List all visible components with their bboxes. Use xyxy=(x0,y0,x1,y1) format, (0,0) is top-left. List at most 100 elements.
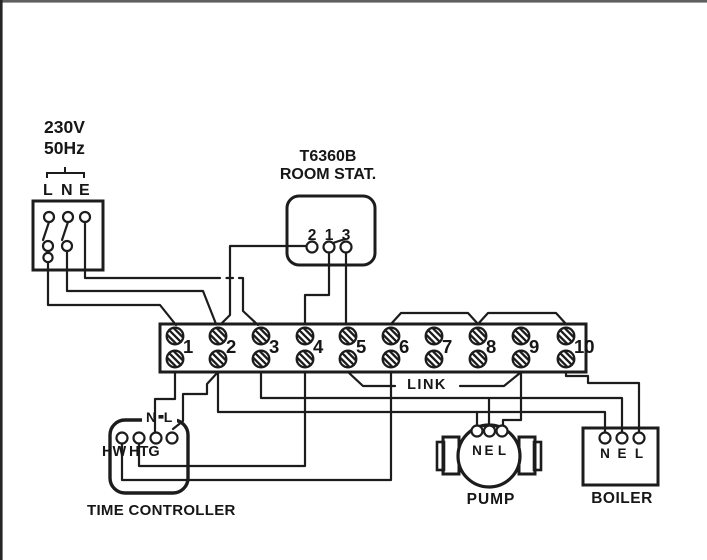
strip-terminal-number-7: 7 xyxy=(442,336,453,357)
terminal-screw xyxy=(251,349,271,369)
wire-stat2-to-strip2 xyxy=(219,244,308,326)
mains-voltage-label: 230V xyxy=(44,117,85,137)
terminal-screw xyxy=(338,326,358,346)
stat-name-label: ROOM STAT. xyxy=(279,166,377,183)
pump-label: PUMP xyxy=(466,491,516,508)
pump-label-l: L xyxy=(497,443,507,458)
boiler-label-n: N xyxy=(600,446,610,461)
terminal-screw xyxy=(424,326,444,346)
terminal-screw xyxy=(424,349,444,369)
terminal-screw xyxy=(165,349,185,369)
mains-terminal-E xyxy=(78,210,92,224)
stat-terminal-label-2: 2 xyxy=(307,227,317,244)
tc-terminal-htg xyxy=(132,431,146,445)
wire-stat1-to-strip4 xyxy=(303,251,331,326)
terminal-screw xyxy=(511,326,531,346)
wire-mains-earth-to-strip3 xyxy=(83,220,260,327)
mains-terminal-L xyxy=(42,210,56,224)
mains-fuse-L xyxy=(42,251,54,264)
strip-terminal-number-1: 1 xyxy=(183,336,194,357)
supply-bracket xyxy=(46,167,85,178)
boiler-terminal-e xyxy=(615,431,629,445)
tc-label-htg: HTG xyxy=(129,444,160,460)
tc-terminal-n xyxy=(149,431,163,445)
wire-neutral-rail xyxy=(216,370,607,435)
terminal-screw xyxy=(556,349,576,369)
strip-terminal-number-8: 8 xyxy=(486,336,497,357)
wire-link-5-9 xyxy=(346,370,522,388)
mains-terminal-N xyxy=(61,210,75,224)
wire-strip1-to-tc-neutral xyxy=(153,370,177,435)
pump-terminal-l xyxy=(495,424,509,438)
terminal-screw xyxy=(251,326,271,346)
time-controller-label: TIME CONTROLLER xyxy=(87,502,236,519)
terminal-screw xyxy=(468,349,488,369)
wire-mains-neutral-to-strip2 xyxy=(65,249,218,326)
terminal-screw xyxy=(556,326,576,346)
boiler-label-l: L xyxy=(634,446,644,461)
component-outlines xyxy=(31,167,660,495)
strip-terminal-number-10: 10 xyxy=(574,336,595,357)
boiler-terminal-n xyxy=(598,431,612,445)
wire-strip10-to-boiler-live xyxy=(564,370,641,435)
terminal-screw xyxy=(295,326,315,346)
tc-terminal-hw xyxy=(115,431,129,445)
terminal-circles xyxy=(41,210,646,445)
boiler-label-e: E xyxy=(617,446,627,461)
wires xyxy=(41,220,641,482)
tc-terminal-l xyxy=(165,431,179,445)
stat-model-label: T6360B xyxy=(299,148,357,165)
stat-terminal-1 xyxy=(322,240,336,254)
frame-top-edge xyxy=(0,0,707,3)
mains-switch-contacts xyxy=(41,220,70,242)
wire-strip2-to-tc-live xyxy=(171,370,220,431)
mains-switch-N-lower xyxy=(60,239,74,253)
tc-label-hw: HW xyxy=(102,444,127,460)
strip-terminal-number-2: 2 xyxy=(226,336,237,357)
pump-label-n: N xyxy=(472,443,482,458)
wire-earth-rail xyxy=(259,370,624,435)
wire-strip4-to-tc-htg xyxy=(137,370,307,468)
strip-terminal-number-9: 9 xyxy=(529,336,540,357)
terminal-screw xyxy=(511,349,531,369)
stat-terminal-3 xyxy=(339,240,353,254)
link-label: LINK xyxy=(407,377,447,393)
mains-terminal-label-e: E xyxy=(79,182,90,199)
boiler-label: BOILER xyxy=(591,490,653,507)
terminal-screw xyxy=(381,326,401,346)
wire-strip9-to-pump-live xyxy=(501,370,523,428)
stat-terminal-label-3: 3 xyxy=(341,227,351,244)
strip-terminal-number-3: 3 xyxy=(269,336,280,357)
terminal-screw xyxy=(338,349,358,369)
boiler-terminal-l xyxy=(632,431,646,445)
terminal-screw xyxy=(468,326,488,346)
strip-terminal-number-6: 6 xyxy=(399,336,410,357)
terminal-screw xyxy=(381,349,401,369)
pump-terminal-e xyxy=(482,424,497,438)
mains-frequency-label: 50Hz xyxy=(44,138,85,158)
terminal-screw xyxy=(208,349,228,369)
pump-label-e: E xyxy=(484,443,494,458)
mains-terminal-label-l: L xyxy=(43,182,53,199)
room-stat-box xyxy=(285,194,377,267)
stat-switch-contact xyxy=(331,237,347,245)
pump-terminal-n xyxy=(470,424,484,438)
pump-flange-right-outer xyxy=(532,440,543,472)
tc-label-l: L xyxy=(163,409,173,425)
wire-mains-live-to-strip1 xyxy=(46,260,178,327)
wire-strip6-to-tc-hw xyxy=(120,370,393,482)
stat-terminal-2 xyxy=(305,240,319,254)
mains-switch-L-lower xyxy=(41,239,55,253)
nl-dash xyxy=(158,415,164,419)
wire-link-6-8 xyxy=(389,311,480,326)
terminal-screw xyxy=(295,349,315,369)
tc-label-n: N xyxy=(145,409,157,425)
strip-terminal-number-4: 4 xyxy=(313,336,324,357)
frame-left-edge xyxy=(0,0,3,560)
strip-terminal-number-5: 5 xyxy=(356,336,367,357)
terminal-screw xyxy=(208,326,228,346)
mains-terminal-label-n: N xyxy=(61,182,73,199)
stat-terminal-label-1: 1 xyxy=(324,227,334,244)
